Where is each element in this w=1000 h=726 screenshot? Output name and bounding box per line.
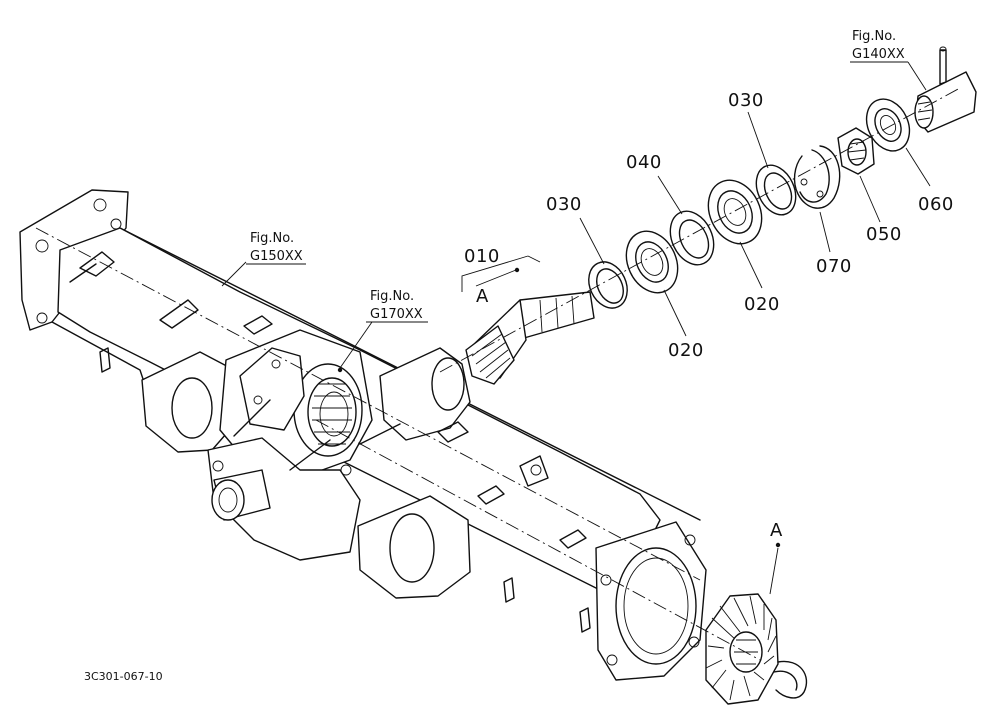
part-label-040: 040 bbox=[626, 152, 662, 173]
part-label-030-upper: 030 bbox=[728, 90, 764, 111]
leader-lines bbox=[221, 61, 931, 595]
part-label-050: 050 bbox=[866, 224, 902, 245]
assembly-label-a-bottom: A bbox=[770, 520, 783, 541]
assembly-label-a-top: A bbox=[476, 286, 489, 307]
part-label-020-upper: 020 bbox=[744, 294, 780, 315]
ring-gear bbox=[705, 593, 779, 705]
circlip-ring-gear bbox=[773, 660, 808, 699]
part-label-010: 010 bbox=[464, 246, 500, 267]
fig-ref-g170-line1: Fig.No. bbox=[370, 289, 414, 304]
fig-ref-g170-line2: G170XX bbox=[370, 307, 423, 322]
part-label-030-lower: 030 bbox=[546, 194, 582, 215]
part-label-060: 060 bbox=[918, 194, 954, 215]
assembly-centerlines bbox=[35, 87, 961, 661]
fig-ref-g150-line1: Fig.No. bbox=[250, 231, 294, 246]
circlip-070 bbox=[793, 145, 841, 209]
bearing-020-lower bbox=[625, 230, 679, 294]
bearing-060 bbox=[865, 98, 911, 152]
drawing-number: 3C301-067-10 bbox=[84, 670, 163, 683]
fig-ref-g150-line2: G150XX bbox=[250, 249, 303, 264]
fig-ref-g140-line2: G140XX bbox=[852, 47, 905, 62]
part-label-020-lower: 020 bbox=[668, 340, 704, 361]
axle-housing bbox=[19, 189, 707, 681]
coupling-g140 bbox=[914, 46, 977, 133]
bevel-pinion-shaft bbox=[465, 291, 595, 385]
collar-030-upper bbox=[755, 164, 797, 216]
fig-ref-g140-line1: Fig.No. bbox=[852, 29, 896, 44]
collar-040 bbox=[669, 210, 715, 266]
collar-030-lower bbox=[588, 261, 628, 309]
bearing-020-upper bbox=[707, 179, 763, 245]
part-label-070: 070 bbox=[816, 256, 852, 277]
locknut-050 bbox=[837, 127, 875, 175]
